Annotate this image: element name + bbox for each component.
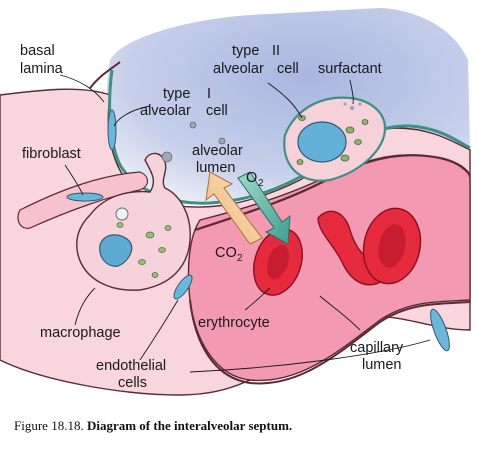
label-o2: O bbox=[246, 170, 257, 186]
erythrocyte-right-center bbox=[378, 224, 406, 268]
leader-macrophage bbox=[74, 287, 96, 326]
leader-endothelial-1 bbox=[139, 299, 179, 361]
label-type-ii-word1: type bbox=[232, 43, 259, 59]
caption-prefix: Figure 18.18. bbox=[14, 418, 84, 433]
figure-caption: Figure 18.18. Diagram of the interalveol… bbox=[14, 418, 474, 434]
label-capillary-lumen-line2: lumen bbox=[362, 357, 402, 373]
label-type-i-word3: alveolar bbox=[140, 103, 191, 119]
label-erythrocyte: erythrocyte bbox=[198, 315, 270, 331]
label-type-i-word1: type bbox=[163, 86, 190, 102]
endothelial-nucleus-2 bbox=[430, 308, 450, 352]
label-basal-lamina-line2: lamina bbox=[20, 61, 64, 77]
leader-lines bbox=[59, 74, 431, 373]
leader-surfactant bbox=[349, 79, 354, 105]
label-co2-subscript: 2 bbox=[237, 253, 243, 264]
label-endothelial-line2: cells bbox=[118, 375, 147, 391]
epithelium-line bbox=[108, 69, 471, 205]
co2-arrow bbox=[205, 171, 263, 245]
label-type-ii-word4: cell bbox=[277, 61, 299, 77]
leader-type-ii-cell bbox=[267, 82, 303, 119]
capillary-lower-wall bbox=[189, 299, 471, 385]
leader-endothelial-2 bbox=[189, 339, 431, 373]
label-o2-subscript: 2 bbox=[258, 178, 264, 189]
erythrocyte-main-center bbox=[266, 244, 290, 280]
type-i-cell-nucleus bbox=[107, 109, 117, 151]
leader-basal-lamina bbox=[59, 74, 105, 103]
fibroblast-nucleus bbox=[66, 192, 104, 202]
label-surfactant: surfactant bbox=[318, 61, 382, 77]
macrophage-inclusions bbox=[116, 222, 172, 278]
endothelial-nucleus-1 bbox=[173, 274, 193, 300]
basal-lamina bbox=[89, 61, 121, 89]
label-type-ii-word2: II bbox=[272, 43, 280, 59]
caption-title: Diagram of the interalveolar septum. bbox=[86, 418, 293, 433]
label-endothelial-line1: endothelial bbox=[96, 358, 166, 374]
surfactant-granules bbox=[343, 102, 362, 110]
leader-capillary-lumen bbox=[319, 295, 361, 331]
label-fibroblast: fibroblast bbox=[22, 146, 81, 162]
label-macrophage: macrophage bbox=[40, 325, 121, 341]
o2-arrow bbox=[237, 171, 291, 245]
label-co2: CO bbox=[215, 245, 237, 261]
label-capillary-lumen-line1: capillary bbox=[350, 340, 404, 356]
alveolar-air-space bbox=[106, 8, 470, 205]
label-basal-lamina-line1: basal bbox=[20, 43, 55, 59]
label-type-i-word2: I bbox=[207, 86, 211, 102]
leader-type-i-cell bbox=[113, 105, 151, 127]
type-ii-granules bbox=[296, 115, 369, 165]
leader-fibroblast bbox=[64, 164, 84, 196]
label-type-ii-word3: alveolar bbox=[213, 61, 264, 77]
label-type-i-word4: cell bbox=[206, 103, 228, 119]
debris-particles bbox=[161, 121, 226, 163]
macrophage-nucleus bbox=[99, 234, 133, 267]
leader-erythrocyte bbox=[244, 287, 271, 311]
label-alveolar-lumen-line1: alveolar bbox=[192, 143, 243, 159]
label-alveolar-lumen-line2: lumen bbox=[196, 160, 236, 176]
type-ii-nucleus bbox=[297, 121, 347, 163]
macrophage-vacuole bbox=[115, 207, 129, 221]
